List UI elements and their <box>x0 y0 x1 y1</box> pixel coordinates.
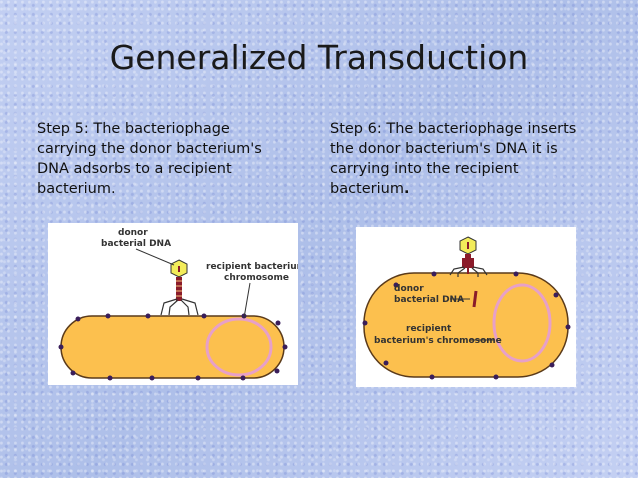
recipient-bacterium <box>60 315 285 379</box>
step6-line: carrying into the recipient <box>330 161 519 177</box>
tail-fibers <box>160 298 199 316</box>
diagram-step6: donor bacterial DNA recipient bacterium'… <box>356 227 576 387</box>
label-recipient: recipient <box>406 324 452 334</box>
step5-line: bacterium. <box>37 181 116 197</box>
tail-fibers <box>449 266 488 277</box>
step5-line: Step 5: The bacteriophage <box>37 121 230 137</box>
label-donor: donor <box>118 228 148 238</box>
step6-period: . <box>403 181 410 197</box>
step5-text: Step 5: The bacteriophage carrying the d… <box>37 119 307 199</box>
label-recipient-chromosome: bacterium's chromosome <box>374 336 502 346</box>
step6-line: the donor bacterium's DNA it is <box>330 141 558 157</box>
step5-line: DNA adsorbs to a recipient <box>37 161 232 177</box>
recipient-chromosome <box>492 283 552 363</box>
step6-text: Step 6: The bacteriophage inserts the do… <box>330 119 620 199</box>
phage-tail <box>176 277 182 301</box>
diagram-step5: donor bacterial DNA recipient bacterium'… <box>48 223 298 385</box>
pointer-chromosome <box>243 282 251 319</box>
recipient-chromosome <box>205 317 273 377</box>
diagram-step5-svg: donor bacterial DNA recipient bacterium'… <box>58 228 298 381</box>
label-recipient-chromosome: recipient bacterium's <box>206 262 298 272</box>
label-donor-dna: bacterial DNA <box>101 239 171 249</box>
injected-donor-dna <box>472 290 478 308</box>
label-recipient-chromosome-2: chromosome <box>224 273 289 283</box>
bacteriophage <box>160 259 199 316</box>
step6-line: bacterium. <box>330 179 620 199</box>
bacteriophage <box>449 236 488 277</box>
step6-last-line-text: bacterium <box>330 181 404 197</box>
label-donor: donor <box>394 284 424 294</box>
label-donor-dna: bacterial DNA <box>394 295 464 305</box>
surface-receptors <box>362 271 571 380</box>
slide-title: Generalized Transduction <box>109 38 529 77</box>
pointer-donor-dna <box>135 248 175 266</box>
step6-line: Step 6: The bacteriophage inserts <box>330 121 577 137</box>
surface-receptors <box>58 313 288 381</box>
diagram-step6-svg: donor bacterial DNA recipient bacterium'… <box>362 236 571 380</box>
step5-line: carrying the donor bacterium's <box>37 141 262 157</box>
